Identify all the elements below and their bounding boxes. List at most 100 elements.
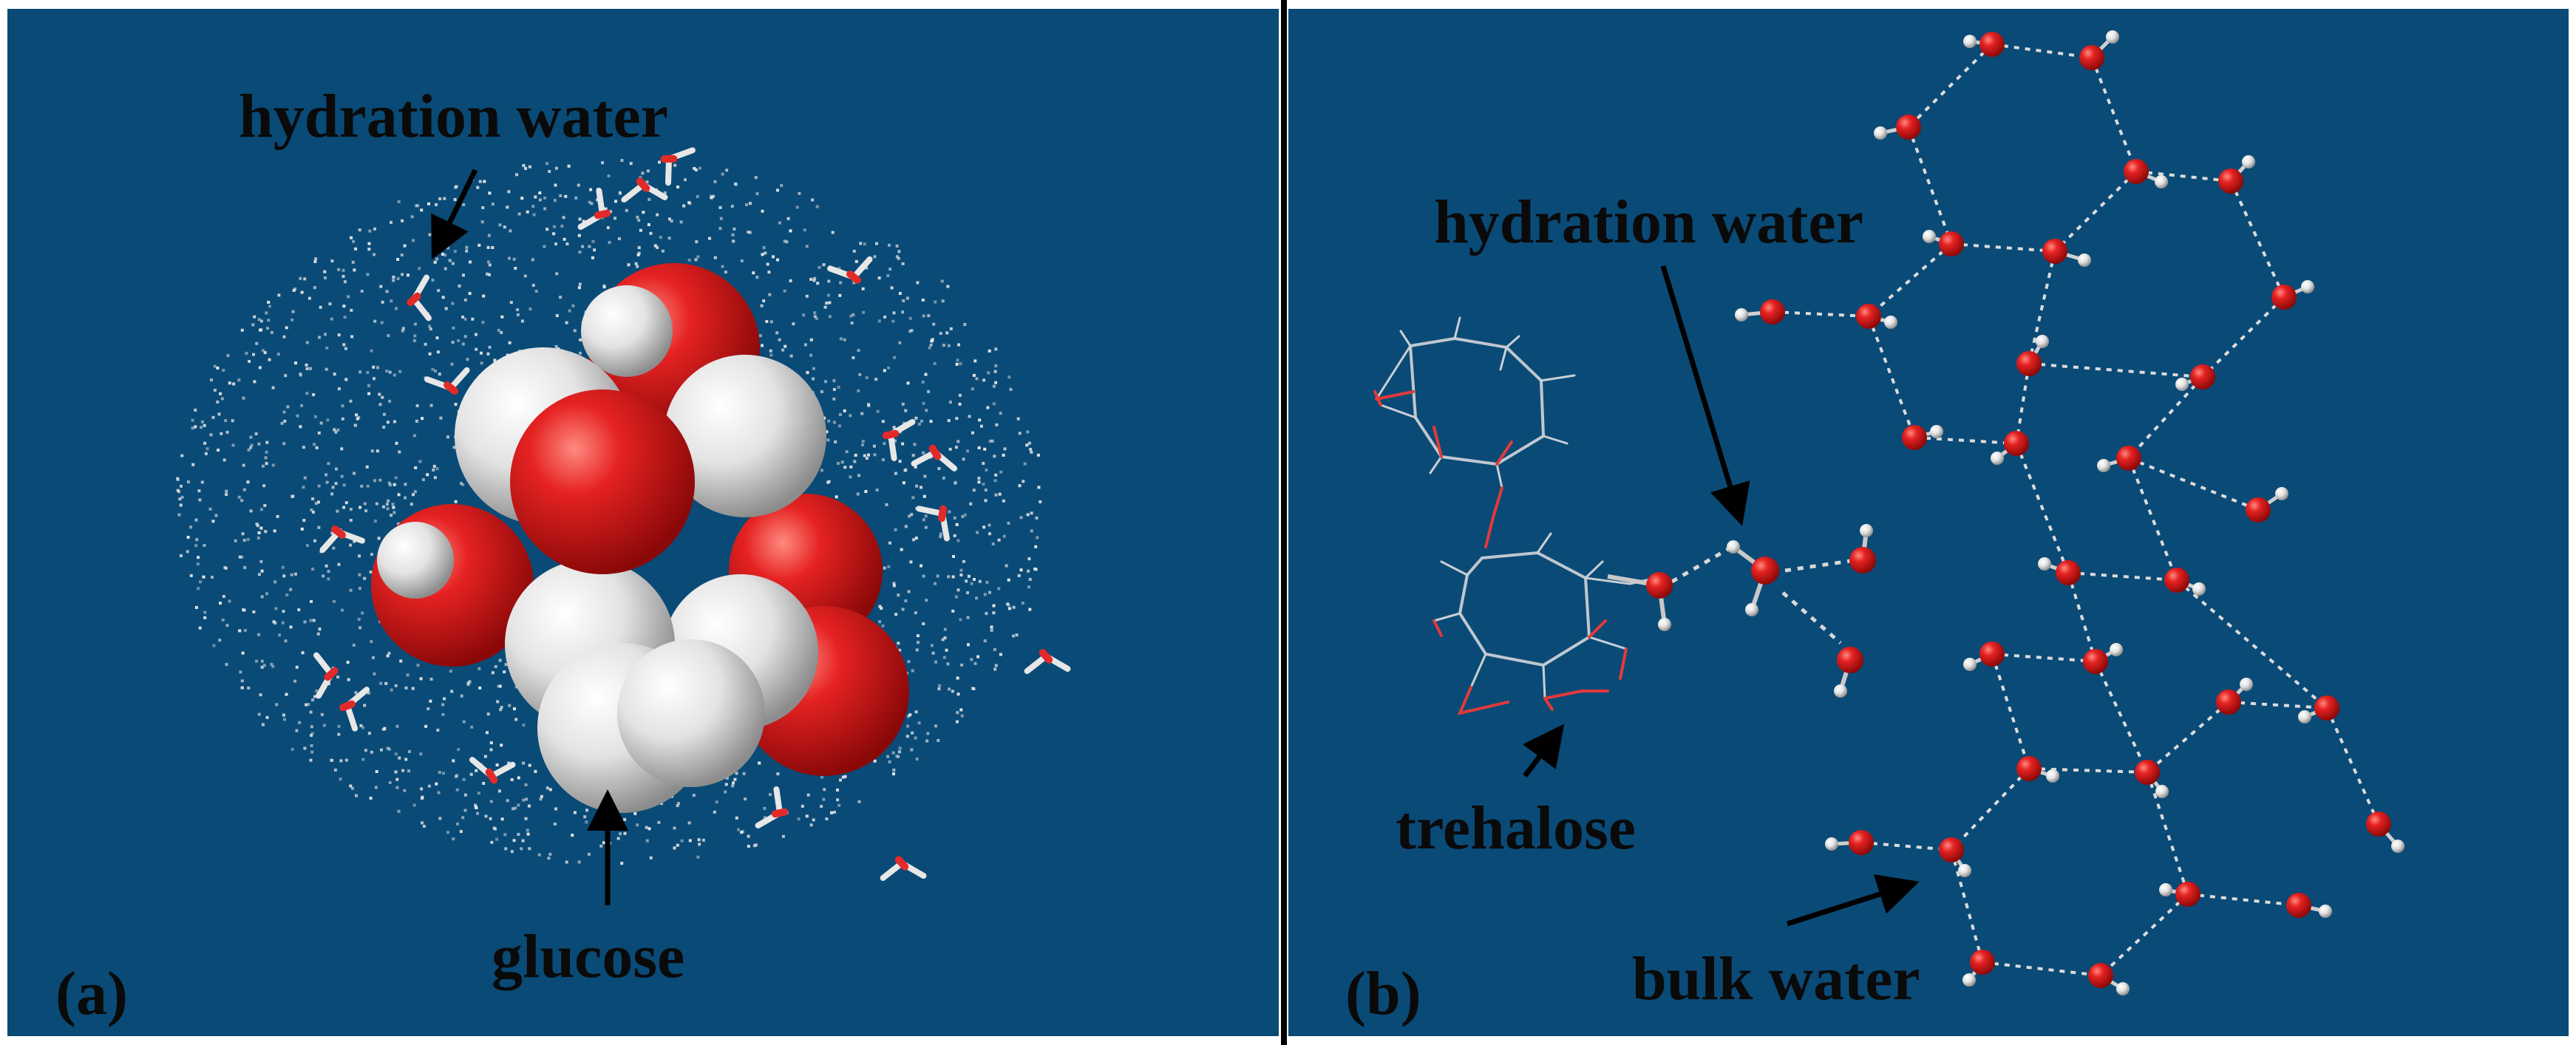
water-dot bbox=[724, 790, 727, 794]
water-dot bbox=[625, 208, 628, 212]
water-dot bbox=[395, 777, 399, 781]
water-dot bbox=[204, 452, 208, 455]
oxygen-atom bbox=[1760, 299, 1785, 324]
water-dot bbox=[353, 268, 356, 272]
water-dot bbox=[834, 440, 837, 443]
water-dot bbox=[367, 384, 370, 387]
water-dot bbox=[568, 309, 571, 313]
water-dot bbox=[500, 817, 504, 821]
hydrogen-atom bbox=[2097, 459, 2110, 472]
water-dot bbox=[435, 782, 438, 786]
water-dot bbox=[324, 276, 327, 279]
trehalose-glycosidic-link bbox=[1484, 486, 1503, 548]
water-dot bbox=[498, 658, 502, 662]
water-dot bbox=[776, 258, 779, 262]
water-dot bbox=[676, 804, 679, 808]
oxygen-atom bbox=[2088, 963, 2113, 988]
water-dot bbox=[311, 497, 315, 500]
water-dot bbox=[828, 315, 832, 319]
water-dot bbox=[336, 509, 339, 513]
water-dot bbox=[274, 607, 278, 610]
trehalose-arrow bbox=[1523, 724, 1565, 778]
water-dot bbox=[262, 484, 266, 488]
water-dot bbox=[1036, 453, 1040, 457]
water-dot bbox=[243, 629, 247, 633]
water-dot bbox=[337, 732, 341, 736]
water-dot bbox=[246, 480, 250, 484]
water-dot bbox=[998, 492, 1002, 496]
water-dot bbox=[943, 627, 947, 631]
water-dot bbox=[341, 608, 344, 612]
water-dot bbox=[293, 287, 297, 291]
water-dot bbox=[302, 446, 305, 449]
hydrogen-bond bbox=[2067, 571, 2178, 582]
water-dot bbox=[813, 315, 817, 319]
water-dot bbox=[680, 839, 684, 843]
water-dot bbox=[929, 420, 933, 423]
water-dot bbox=[986, 406, 990, 409]
water-dot bbox=[724, 270, 727, 274]
water-dot bbox=[781, 834, 785, 838]
water-dot bbox=[495, 837, 499, 841]
water-dot bbox=[334, 430, 338, 434]
hydrogen-bond bbox=[1860, 841, 1952, 851]
water-dot bbox=[360, 290, 364, 293]
water-dot bbox=[317, 500, 320, 504]
water-dot bbox=[293, 679, 297, 683]
water-dot bbox=[658, 160, 661, 164]
water-dot bbox=[843, 775, 847, 778]
water-dot bbox=[364, 749, 367, 752]
water-dot bbox=[945, 331, 949, 335]
water-dot bbox=[913, 443, 917, 446]
water-dot bbox=[858, 372, 862, 376]
water-dot bbox=[990, 628, 993, 632]
water-molecule bbox=[621, 177, 668, 202]
water-dot bbox=[390, 220, 392, 224]
water-dot bbox=[392, 275, 395, 279]
water-dot bbox=[469, 772, 473, 776]
water-dot bbox=[763, 816, 767, 820]
water-dot bbox=[334, 482, 338, 486]
water-dot bbox=[573, 329, 577, 333]
hydrogen-bond bbox=[1982, 961, 2101, 977]
water-dot bbox=[310, 508, 313, 512]
water-dot bbox=[298, 721, 302, 724]
hydration-water-arrow-b bbox=[1660, 265, 1750, 526]
water-dot bbox=[267, 319, 271, 322]
water-dot bbox=[956, 676, 959, 680]
water-dot bbox=[838, 293, 842, 297]
water-oh-bond bbox=[319, 529, 341, 554]
water-dot bbox=[441, 253, 444, 256]
water-dot bbox=[461, 316, 464, 319]
water-dot bbox=[789, 354, 793, 358]
water-dot bbox=[198, 626, 202, 630]
water-dot bbox=[395, 724, 399, 728]
water-dot bbox=[339, 759, 343, 763]
water-dot bbox=[565, 860, 568, 864]
water-dot bbox=[843, 409, 846, 412]
water-dot bbox=[508, 704, 512, 707]
water-dot bbox=[234, 539, 237, 542]
water-dot bbox=[509, 301, 513, 304]
water-dot bbox=[992, 611, 996, 615]
water-dot bbox=[486, 352, 490, 355]
water-dot bbox=[667, 217, 671, 221]
water-dot bbox=[875, 489, 879, 491]
water-dot bbox=[997, 538, 1001, 542]
water-dot bbox=[364, 509, 368, 513]
water-dot bbox=[337, 724, 341, 728]
water-dot bbox=[331, 486, 335, 489]
water-dot bbox=[772, 255, 775, 259]
water-dot bbox=[910, 748, 914, 752]
water-dot bbox=[428, 233, 432, 236]
water-dot bbox=[676, 185, 679, 188]
water-dot bbox=[875, 242, 878, 245]
water-dot bbox=[920, 419, 923, 423]
oxygen-atom bbox=[1970, 950, 1995, 975]
water-dot bbox=[977, 446, 981, 449]
water-dot bbox=[956, 720, 959, 724]
water-dot bbox=[499, 708, 503, 712]
water-dot bbox=[327, 577, 330, 581]
water-dot bbox=[971, 431, 974, 435]
water-dot bbox=[837, 267, 841, 270]
